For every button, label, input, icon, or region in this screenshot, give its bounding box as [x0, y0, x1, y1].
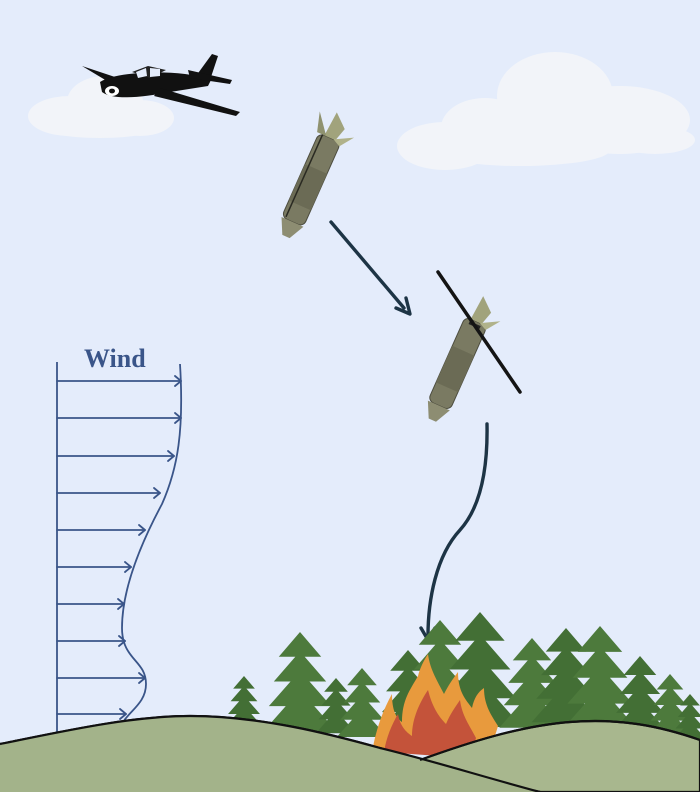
projectile-icon — [281, 111, 355, 239]
hill-right-ridge — [419, 719, 700, 762]
hill-ridge-line — [0, 714, 541, 792]
wind-vectors — [56, 375, 182, 720]
projectile-with-rotor-icon — [427, 296, 501, 422]
hill-front-fill — [0, 716, 540, 792]
aircraft-icon — [82, 54, 240, 116]
tree-icon — [336, 668, 388, 737]
wind-label: Wind — [84, 344, 146, 373]
tree-icon — [647, 674, 693, 737]
tree-icon — [612, 656, 668, 732]
tree-icon — [225, 676, 263, 727]
fire-icon — [372, 654, 498, 758]
rotor-blade — [436, 270, 522, 394]
tree-icon — [673, 694, 700, 740]
cloud-right — [397, 52, 695, 170]
tree-icon — [403, 620, 477, 719]
tree-icon — [263, 632, 337, 731]
trajectory-arrow-1 — [329, 220, 412, 316]
wind-profile — [56, 362, 183, 735]
tree-icon — [562, 626, 638, 730]
